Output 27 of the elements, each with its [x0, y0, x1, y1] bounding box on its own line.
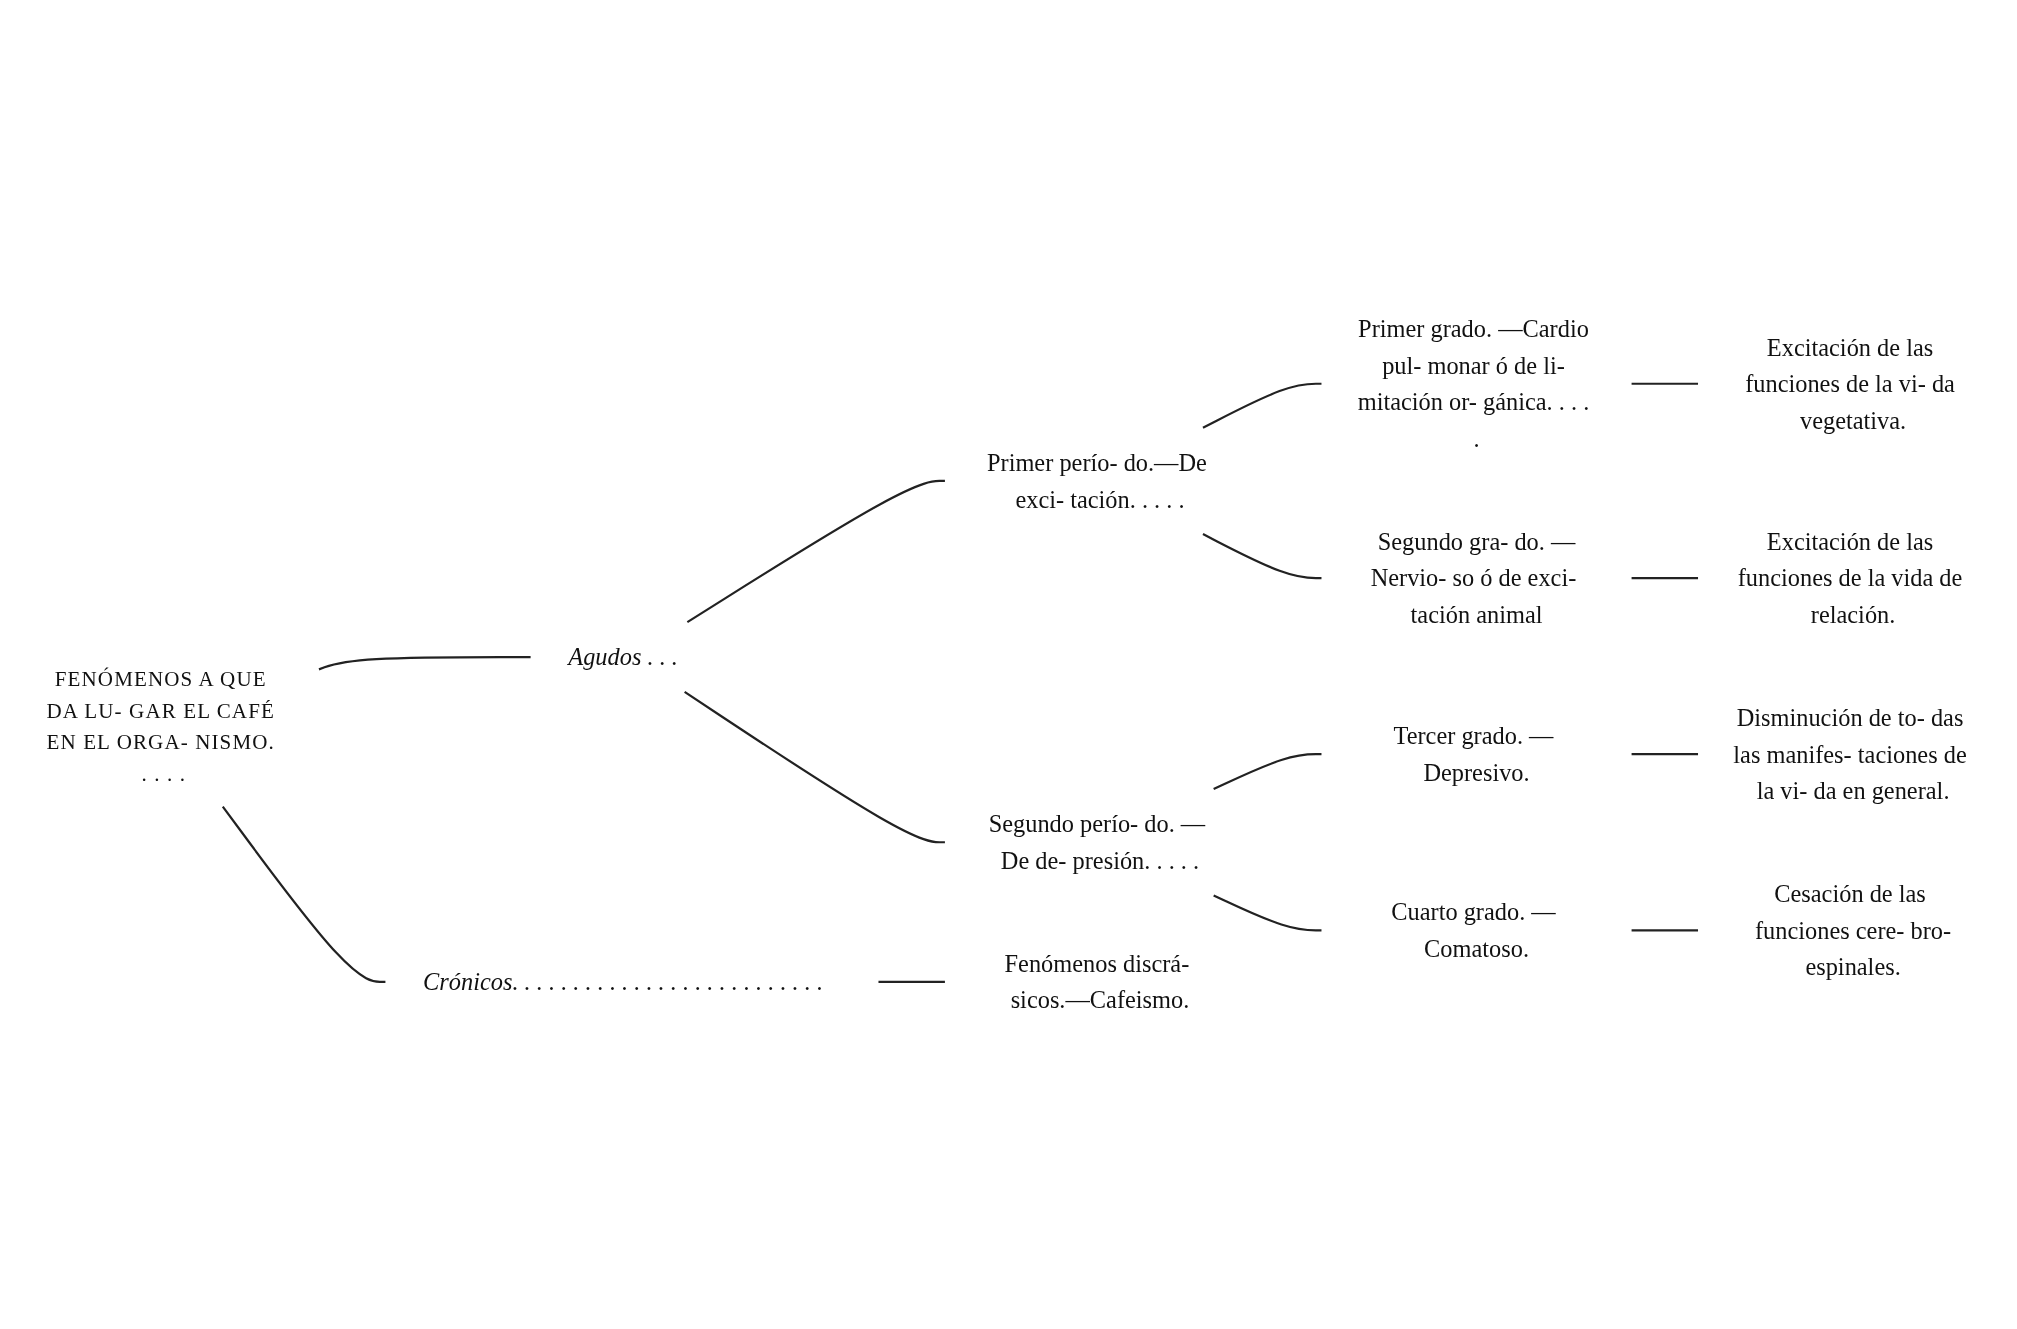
- node-text: Segundo perío- do. — De de- presión. . . . .: [988, 810, 1206, 875]
- connector: [1202, 533, 1322, 580]
- node-text: Primer grado. —Cardio pul- monar ó de li- mitación or- gánica. . . . .: [1357, 315, 1590, 453]
- connector: [1213, 894, 1322, 932]
- node-text: Cuarto grado. — Comatoso.: [1391, 898, 1556, 963]
- node-text: Disminución de to- das las manifes- taciones de la vi- da en general.: [1733, 703, 1967, 805]
- node-text: Cesación de las funciones cere- bro-espinales.: [1754, 879, 1952, 981]
- connector: [1213, 753, 1322, 791]
- connector: [1631, 577, 1699, 580]
- node-text: Agudos . . .: [568, 643, 678, 671]
- connector: [1631, 753, 1699, 756]
- connector: [1631, 929, 1699, 932]
- node-text: FENÓMENOS A QUE DA LU- GAR EL CAFÉ EN EL ORGA- NISMO. . . . .: [46, 666, 275, 785]
- node-text: Excitación de las funciones de la vi- da vegetativa.: [1745, 333, 1955, 435]
- node-text: Excitación de las funciones de la vida de relación.: [1737, 527, 1963, 629]
- connector: [318, 655, 531, 671]
- connector: [1631, 382, 1699, 385]
- node-text: Primer perío- do.—De exci- tación. . . . .: [986, 448, 1207, 514]
- connector: [684, 691, 945, 844]
- node-text: Fenómenos discrá- sicos.—Cafeismo.: [1004, 949, 1190, 1014]
- connector: [1202, 382, 1322, 429]
- node-text: Segundo gra- do. —Nervio- so ó de exci- tación animal: [1370, 527, 1577, 629]
- node-text: Tercer grado. — Depresivo.: [1393, 722, 1554, 787]
- node-text: Crónicos. . . . . . . . . . . . . . . . . . . . . . . . . .: [423, 967, 824, 996]
- connector: [221, 805, 386, 983]
- connector: [878, 980, 945, 983]
- connector: [686, 479, 945, 624]
